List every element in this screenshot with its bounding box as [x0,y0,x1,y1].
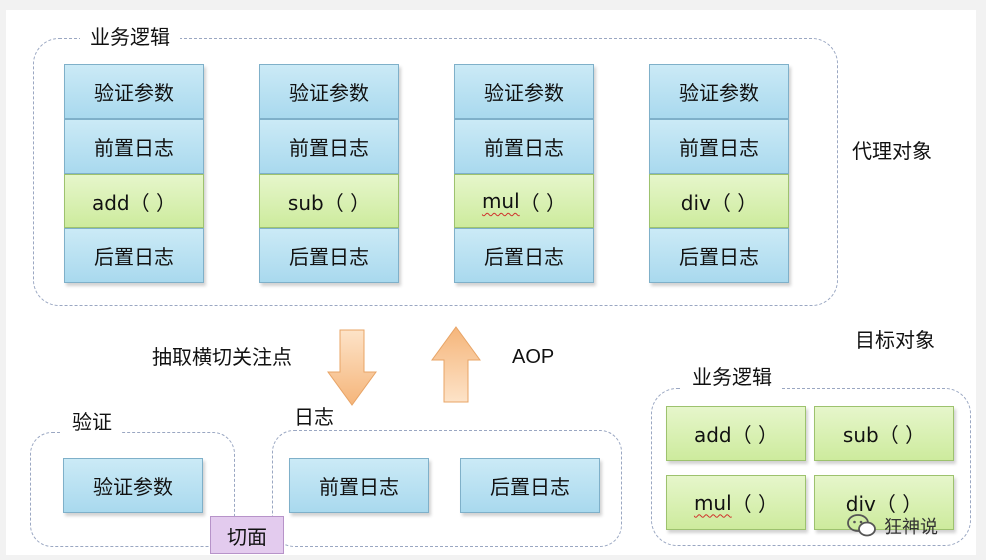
target-mul-method-paren: （ ） [731,492,779,516]
target-add-method: add（ ） [666,406,806,461]
validate-group-label: 验证 [62,409,122,435]
proxy-col3-method-paren: （ ） [519,190,567,215]
proxy-col3-pre-log: 前置日志 [454,119,594,174]
proxy-col4-pre-log: 前置日志 [649,119,789,174]
validate-aspect-group [30,432,235,547]
proxy-col3-method: mul（ ） [454,174,594,228]
proxy-col3-post-log: 后置日志 [454,228,594,283]
target-sub-method: sub（ ） [814,406,954,461]
watermark-text: 狂神说 [884,517,938,538]
proxy-col2-post-log: 后置日志 [259,228,399,283]
target-div-method: div（ ） [814,475,954,530]
proxy-col1-pre-log: 前置日志 [64,119,204,174]
proxy-col3-method-name: mul [481,189,520,213]
proxy-col1-post-log: 后置日志 [64,228,204,283]
down-arrow-icon [327,329,377,406]
proxy-col2-validate: 验证参数 [259,64,399,119]
proxy-col2-method: sub（ ） [259,174,399,228]
proxy-col4-post-log: 后置日志 [649,228,789,283]
aspect-tag: 切面 [210,516,284,554]
target-object-label: 目标对象 [855,328,935,352]
proxy-col4-validate: 验证参数 [649,64,789,119]
proxy-object-label: 代理对象 [852,139,932,163]
wechat-icon [847,514,876,537]
target-mul-method-name: mul [693,490,732,515]
proxy-col1-method: add（ ） [64,174,204,228]
target-group-label: 业务逻辑 [682,364,782,390]
watermark: 狂神说 [846,513,938,539]
proxy-col3-validate: 验证参数 [454,64,594,119]
proxy-business-logic-group [33,38,838,306]
post-log-box: 后置日志 [460,458,600,513]
proxy-col4-method: div（ ） [649,174,789,228]
target-mul-method: mul（ ） [666,475,806,530]
proxy-col1-validate: 验证参数 [64,64,204,119]
up-arrow-icon [431,326,481,403]
log-group-label: 日志 [284,404,344,430]
proxy-group-label: 业务逻辑 [80,24,180,50]
aop-label: AOP [512,346,555,368]
pre-log-box: 前置日志 [289,458,429,513]
target-business-logic-group [651,388,971,546]
proxy-col2-pre-log: 前置日志 [259,119,399,174]
extract-cross-cutting-label: 抽取横切关注点 [152,345,292,369]
log-aspect-group [272,430,622,547]
validate-params-box: 验证参数 [63,458,203,513]
